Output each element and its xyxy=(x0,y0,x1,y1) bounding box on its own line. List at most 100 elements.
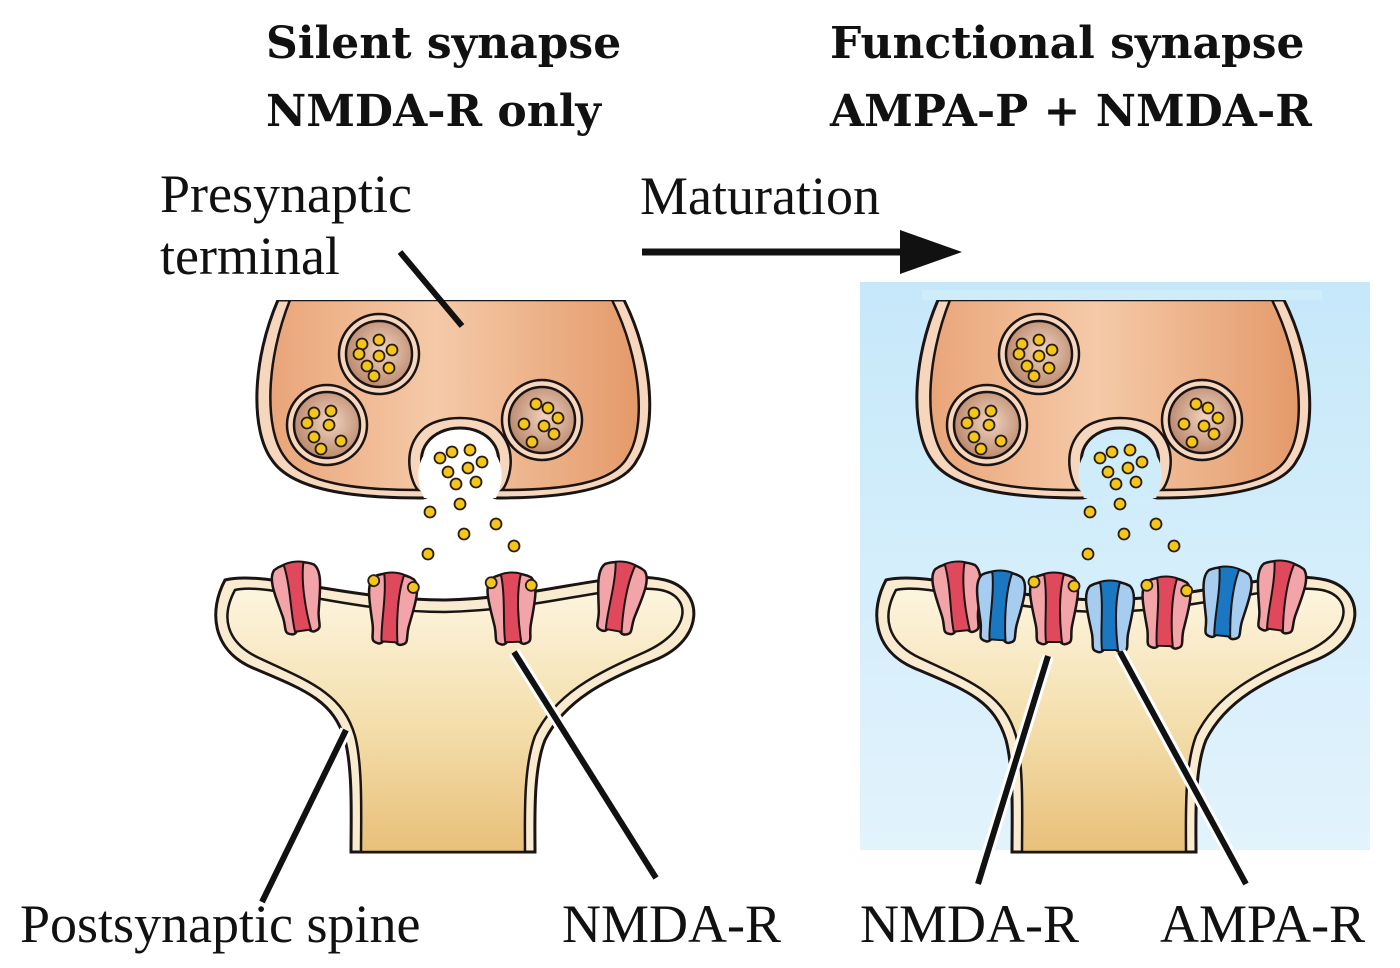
neurotransmitter-dot xyxy=(372,333,386,347)
neurotransmitter-dot xyxy=(1123,443,1137,457)
nmda-receptor-icon xyxy=(484,571,538,646)
neurotransmitter-dot xyxy=(1135,455,1149,469)
neurotransmitter-dot xyxy=(1201,401,1215,415)
ampa-right-label: AMPA-R xyxy=(1160,894,1365,954)
neurotransmitter-dot xyxy=(1121,461,1135,475)
neurotransmitter-dot xyxy=(507,539,521,553)
neurotransmitter-dot xyxy=(982,418,996,432)
neurotransmitter-dot xyxy=(1067,579,1081,593)
maturation-arrow-icon xyxy=(642,230,962,274)
neurotransmitter-dot xyxy=(1140,578,1154,592)
neurotransmitter-dot xyxy=(367,574,381,588)
neurotransmitter-dot xyxy=(967,430,981,444)
synaptic-vesicle xyxy=(337,312,421,396)
left-title-line2: NMDA-R only xyxy=(266,86,602,137)
neurotransmitter-dot xyxy=(360,359,374,373)
neurotransmitter-dot xyxy=(421,547,435,561)
neurotransmitter-dot xyxy=(960,416,974,430)
left-title-line1: Silent synapse xyxy=(266,18,621,69)
neurotransmitter-dot xyxy=(1027,369,1041,383)
neurotransmitter-dot xyxy=(484,576,498,590)
presynaptic-label-line1: Presynaptic xyxy=(160,164,412,224)
right-title-line2: AMPA-P + NMDA-R xyxy=(829,86,1312,137)
neurotransmitter-dot xyxy=(441,465,455,479)
neurotransmitter-dot xyxy=(1032,349,1046,363)
neurotransmitter-dot xyxy=(372,349,386,363)
neurotransmitter-dot xyxy=(334,434,348,448)
neurotransmitter-dot xyxy=(529,397,543,411)
neurotransmitter-dot xyxy=(1197,419,1211,433)
neurotransmitter-dot xyxy=(1083,505,1097,519)
neurotransmitter-dot xyxy=(1149,517,1163,531)
neurotransmitter-dot xyxy=(449,477,463,491)
neurotransmitter-dot xyxy=(307,430,321,444)
neurotransmitter-dot xyxy=(994,434,1008,448)
neurotransmitter-dot xyxy=(1042,361,1056,375)
neurotransmitter-dot xyxy=(1180,584,1194,598)
silent-synapse xyxy=(214,290,696,854)
neurotransmitter-dot xyxy=(453,497,467,511)
neurotransmitter-dot xyxy=(984,404,998,418)
nmda-receptor-icon xyxy=(367,571,420,647)
neurotransmitter-dot xyxy=(463,443,477,457)
synaptic-vesicle xyxy=(997,312,1081,396)
exocytosis-pocket xyxy=(418,438,502,498)
neurotransmitter-dot xyxy=(1101,465,1115,479)
neurotransmitter-dot xyxy=(1105,445,1119,459)
neurotransmitter-dot xyxy=(445,445,459,459)
neurotransmitter-dot xyxy=(385,343,399,357)
neurotransmitter-dot xyxy=(1177,417,1191,431)
neurotransmitter-dot xyxy=(1109,477,1123,491)
neurotransmitter-dot xyxy=(1045,343,1059,357)
neurotransmitter-dot xyxy=(461,461,475,475)
neurotransmitter-dot xyxy=(1185,435,1199,449)
neurotransmitter-dot xyxy=(406,581,420,594)
neurotransmitter-dot xyxy=(1093,451,1107,465)
presynaptic-terminal xyxy=(255,290,662,561)
neurotransmitter-dot xyxy=(475,455,489,469)
neurotransmitter-dot xyxy=(1167,539,1181,553)
neurotransmitter-dot xyxy=(367,369,381,383)
neurotransmitter-dot xyxy=(489,517,503,531)
postsynaptic-leader-line xyxy=(259,728,349,904)
neurotransmitter-dot xyxy=(423,505,437,519)
presynaptic-terminal xyxy=(915,290,1322,561)
neurotransmitter-dot xyxy=(974,442,988,456)
nmda-receptor-icon xyxy=(1140,575,1194,650)
neurotransmitter-dot xyxy=(517,417,531,431)
synaptic-vesicle xyxy=(945,383,1029,467)
neurotransmitter-dot xyxy=(322,418,336,432)
neurotransmitter-dot xyxy=(1211,411,1225,425)
presynaptic-leader-line xyxy=(397,250,465,328)
neurotransmitter-dot xyxy=(1012,347,1026,361)
nmda-left-label: NMDA-R xyxy=(562,894,781,954)
nmda-receptor-icon xyxy=(1027,571,1081,646)
neurotransmitter-dot xyxy=(541,401,555,415)
neurotransmitter-dot xyxy=(314,442,328,456)
neurotransmitter-dot xyxy=(433,451,447,465)
neurotransmitter-dot xyxy=(525,435,539,449)
neurotransmitter-dot xyxy=(551,411,565,425)
nmda-receptor-icon xyxy=(1256,559,1308,635)
ampa-right-leader-line xyxy=(1117,650,1249,886)
neurotransmitter-dot xyxy=(1117,527,1131,541)
neurotransmitter-dot xyxy=(300,416,314,430)
neurotransmitter-dot xyxy=(1081,547,1095,561)
nmda-left-leader-line xyxy=(511,650,659,880)
neurotransmitter-dot xyxy=(1020,359,1034,373)
neurotransmitter-dot xyxy=(382,361,396,375)
neurotransmitter-dot xyxy=(352,347,366,361)
postsynaptic-spine xyxy=(214,575,696,854)
ampa-receptor-icon xyxy=(975,569,1027,645)
neurotransmitter-dot xyxy=(537,419,551,433)
neurotransmitter-dot xyxy=(307,406,321,420)
synaptic-vesicle xyxy=(500,378,584,462)
right-title-line1: Functional synapse xyxy=(830,18,1305,69)
synaptic-vesicle xyxy=(1160,378,1244,462)
neurotransmitter-dot xyxy=(1027,575,1041,589)
postsynaptic-spine xyxy=(875,575,1357,854)
neurotransmitter-dot xyxy=(469,475,483,489)
nmda-right-label: NMDA-R xyxy=(860,894,1079,954)
neurotransmitter-dot xyxy=(457,527,471,541)
